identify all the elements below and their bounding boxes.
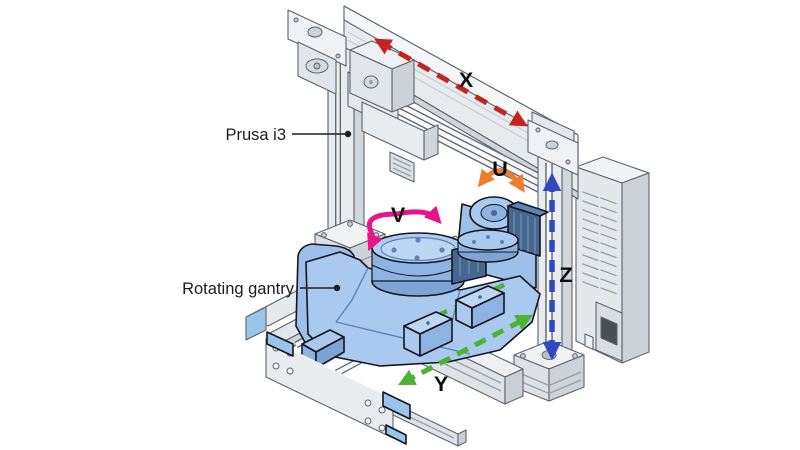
callout-prusa-i3: Prusa i3 [225, 126, 352, 144]
x-axis-arrow [374, 38, 528, 127]
callout-rotating-gantry: Rotating gantry [182, 280, 341, 298]
plate-cap-top-left [266, 331, 294, 357]
v-axis-motor-disc [451, 229, 519, 285]
y-axis-arrow [397, 314, 534, 386]
psu-vent-slats-left [582, 191, 599, 289]
z-axis-label: Z [559, 263, 572, 287]
top-right-bracket [527, 111, 579, 176]
rail-cap-left [245, 306, 267, 341]
psu-vent-slats-right [600, 197, 617, 295]
psu-power-socket [584, 301, 623, 362]
plate-cap-bottom-right [385, 424, 407, 445]
top-left-bracket [287, 9, 347, 95]
axis-annotations [366, 38, 562, 386]
base-front-plate [265, 331, 467, 447]
callout-prusa-i3-dot [344, 130, 352, 138]
v-axis-label: V [391, 203, 406, 227]
v-axis-arrow [366, 205, 442, 252]
right-column-foot [513, 340, 585, 402]
u-axis-arrow [477, 168, 525, 193]
plate-cap-right [382, 391, 411, 420]
hotend-heatsink [389, 151, 415, 183]
callout-prusa-i3-text: Prusa i3 [225, 126, 286, 144]
v-turntable [371, 232, 465, 297]
u-axis-label: U [492, 157, 508, 181]
power-supply-unit [575, 156, 650, 364]
y-axis-label: Y [434, 372, 448, 396]
x-axis-label: X [459, 68, 474, 92]
callout-rotating-gantry-dot [333, 284, 341, 292]
callout-rotating-gantry-text: Rotating gantry [182, 280, 295, 298]
